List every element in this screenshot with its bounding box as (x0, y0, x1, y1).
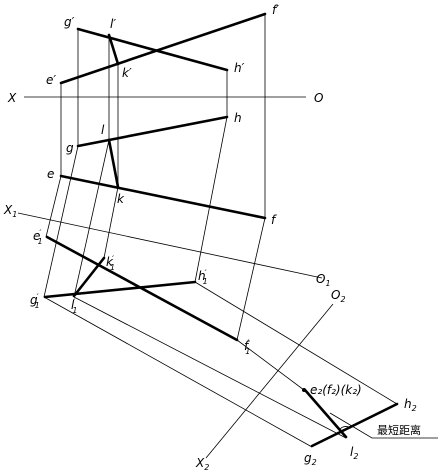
proj-line-l1-l2 (73, 296, 347, 439)
line-e-f (59, 174, 267, 220)
line-g-prime-h-prime (76, 27, 229, 72)
label-l1-mark: ′ (73, 298, 75, 308)
label-l1-sub: 1 (72, 306, 77, 315)
label-axis-o1: O1 (316, 272, 331, 288)
label-g2-main: g (304, 451, 312, 465)
label-h1-sub: 1 (203, 277, 208, 286)
proj-line-e1-e2 (236, 339, 305, 391)
label-l: l (101, 123, 105, 137)
axis-x1-o1 (17, 212, 323, 279)
label-h1-main: h (198, 269, 206, 283)
proj-line-k-k1 (103, 186, 119, 259)
label-h2: h2 (404, 397, 417, 413)
label-axis-x: X (7, 91, 17, 105)
label-f-prime: f′ (272, 3, 279, 17)
label-h2-sub: 2 (412, 404, 417, 413)
proj-line-h-h1 (194, 116, 228, 283)
label-axis-x1: X1 (3, 203, 17, 219)
label-g2: g2 (304, 451, 317, 467)
label-e1-mark: ′ (39, 229, 41, 239)
label-e-prime: e′ (46, 73, 56, 87)
label-g1-sub: 1 (35, 301, 40, 310)
label-axis-x2-sub: 2 (204, 463, 209, 472)
line-e2-l2-shortest (303, 388, 348, 439)
label-g1-main: g (30, 293, 38, 307)
label-l2-sub: 2 (353, 452, 358, 461)
label-e1: e′1 (33, 229, 43, 246)
label-h2-main: h (404, 397, 412, 411)
label-axis-o2: O2 (331, 288, 346, 304)
label-k-prime: k′ (122, 66, 132, 80)
label-g: g (66, 141, 74, 155)
proj-line-h1-h2 (194, 281, 398, 405)
label-l1: l′1 (71, 298, 77, 315)
label-e: e (47, 167, 54, 181)
label-k1-mark: ′ (112, 255, 114, 265)
axis-o2-x2 (205, 303, 334, 459)
label-f1: f′1 (244, 339, 250, 356)
line-g-h (76, 115, 229, 148)
label-k1-sub: 1 (110, 263, 115, 272)
line-g1-h1 (43, 280, 197, 299)
line-e1-f1 (45, 235, 239, 342)
label-f1-main: f (244, 339, 250, 353)
label-e2-group: e₂(f₂)(k₂) (310, 383, 362, 397)
label-axis-o1-main: O (316, 272, 325, 286)
label-k1: k′1 (106, 255, 115, 272)
label-l1-main: l (71, 298, 75, 312)
label-axis-x2-main: X (195, 456, 205, 470)
label-l-prime: l′ (110, 17, 116, 31)
line-l-k (107, 138, 120, 189)
label-axis-x2: X2 (195, 456, 209, 472)
label-l2-main: l (350, 445, 354, 459)
shortest-distance-leader (329, 412, 438, 439)
label-h-prime: h′ (234, 61, 245, 75)
label-e1-sub: 1 (37, 237, 42, 246)
line-l-prime-k-prime (107, 33, 120, 66)
label-f1-sub: 1 (245, 347, 250, 356)
label-g1-mark: ′ (37, 293, 39, 303)
label-e1-main: e (33, 229, 40, 243)
proj-line-f-f1 (236, 217, 266, 341)
label-h: h (234, 111, 242, 125)
label-g1: g′1 (30, 293, 40, 310)
proj-line-e-e1 (45, 175, 62, 238)
label-h1-mark: ′ (205, 269, 207, 279)
label-f1-mark: ′ (247, 339, 249, 349)
label-g-prime: g′ (64, 15, 75, 29)
label-h1: h′1 (198, 269, 208, 286)
line-g2-h2 (310, 402, 399, 448)
line-l1-k1 (72, 256, 106, 298)
line-e-prime-f-prime (59, 12, 267, 85)
label-k: k (117, 192, 125, 206)
label-k1-main: k (106, 255, 114, 269)
label-g2-sub: 2 (312, 458, 317, 467)
point-e2-dot (302, 388, 306, 392)
label-axis-o2-sub: 2 (340, 295, 345, 304)
right-angle-mark (338, 426, 352, 431)
label-f: f (271, 213, 277, 227)
proj-line-g-g1 (43, 145, 79, 298)
proj-line-g1-g2 (43, 296, 313, 448)
label-shortest-distance: 最短距离 (377, 423, 421, 437)
label-axis-o1-sub: 1 (325, 279, 330, 288)
proj-line-l-l1 (73, 139, 110, 298)
label-axis-o2-main: O (331, 288, 340, 302)
label-axis-x1-main: X (3, 203, 13, 217)
label-l2: l2 (350, 445, 358, 461)
label-axis-x1-sub: 1 (12, 210, 17, 219)
label-axis-o: O (314, 91, 323, 105)
